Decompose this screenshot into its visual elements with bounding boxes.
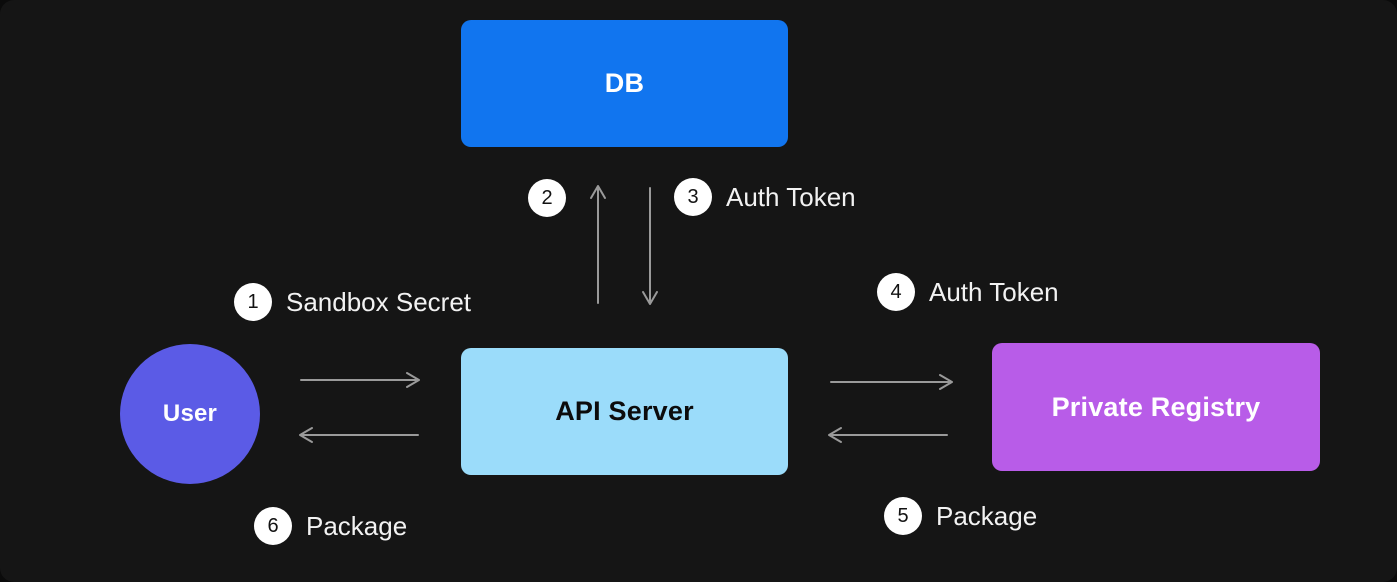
step-4-badge: 4: [877, 273, 915, 311]
arrow-db-to-api-server: [642, 187, 658, 305]
step-1-badge: 1: [234, 283, 272, 321]
step-4[interactable]: 4 Auth Token: [877, 273, 1059, 311]
arrow-api-server-to-db: [590, 185, 606, 304]
arrow-api-server-to-user: [299, 427, 419, 443]
node-private-registry[interactable]: Private Registry: [992, 343, 1320, 471]
step-3-badge: 3: [674, 178, 712, 216]
step-2-badge: 2: [528, 179, 566, 217]
step-3-label: Auth Token: [726, 182, 856, 212]
node-api-server-label: API Server: [555, 396, 694, 426]
node-user-label: User: [162, 400, 218, 427]
step-4-label: Auth Token: [929, 277, 1059, 307]
step-6[interactable]: 6 Package: [254, 507, 407, 545]
step-5[interactable]: 5 Package: [884, 497, 1037, 535]
step-6-label: Package: [306, 511, 408, 541]
node-private-registry-label: Private Registry: [1051, 391, 1261, 422]
arrow-user-to-api-server: [300, 372, 420, 388]
step-6-badge: 6: [254, 507, 292, 545]
step-1[interactable]: 1 Sandbox Secret: [234, 283, 471, 321]
step-2[interactable]: 2: [528, 179, 580, 217]
step-5-badge: 5: [884, 497, 922, 535]
node-api-server[interactable]: API Server: [461, 348, 788, 475]
step-1-label: Sandbox Secret: [286, 287, 472, 317]
node-db-label: DB: [604, 68, 645, 98]
node-user[interactable]: User: [120, 344, 260, 484]
arrow-private-registry-to-api-server: [828, 427, 948, 443]
step-3[interactable]: 3 Auth Token: [674, 178, 856, 216]
node-db[interactable]: DB: [461, 20, 788, 147]
arrow-api-server-to-private-registry: [830, 374, 953, 390]
step-5-label: Package: [936, 501, 1038, 531]
